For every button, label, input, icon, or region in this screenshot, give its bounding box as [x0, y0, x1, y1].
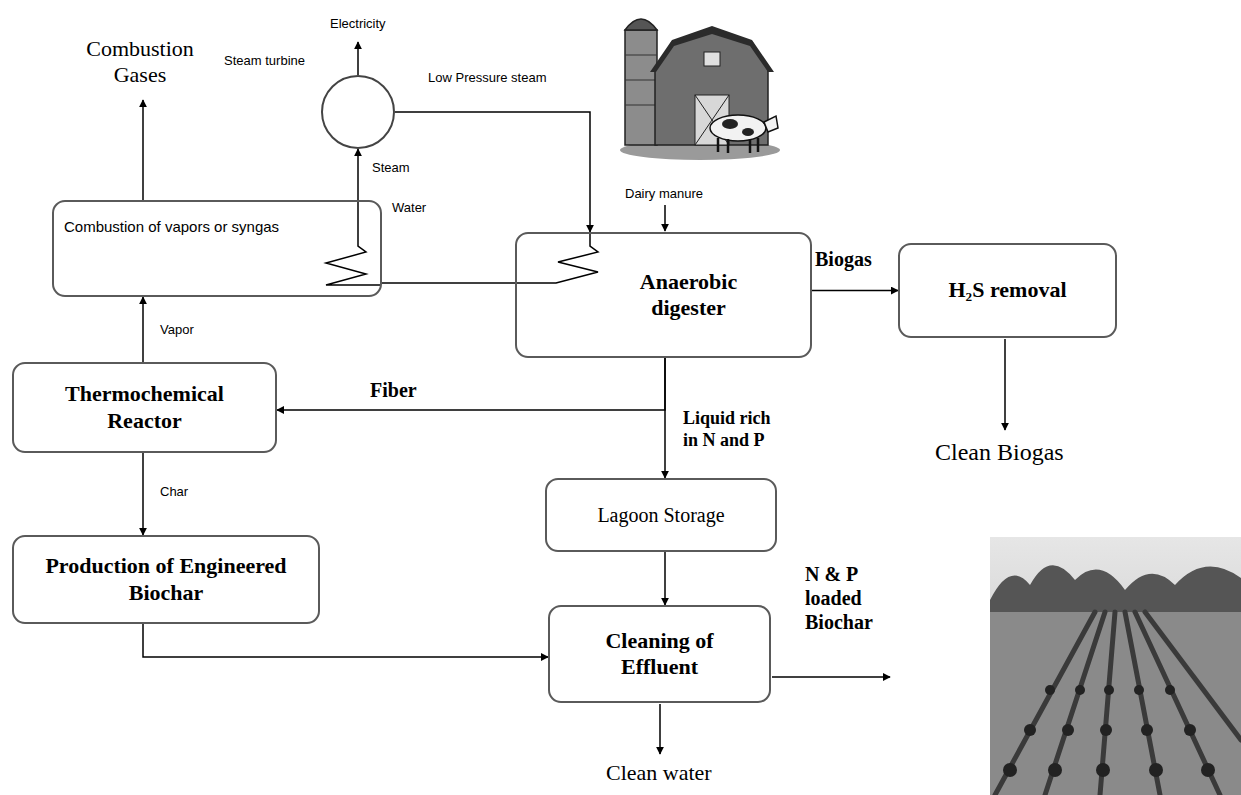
crop-row — [1201, 763, 1215, 777]
input-label: Dairy manure — [625, 186, 703, 202]
crop-row — [1134, 685, 1144, 695]
flow-arrow — [664, 358, 666, 478]
flow-arrow — [142, 297, 144, 362]
barn-illustration — [722, 119, 738, 129]
output-label: Clean water — [606, 760, 712, 786]
barn-illustration — [650, 26, 774, 72]
node-text: Lagoon Storage — [597, 503, 724, 527]
field-photo — [990, 537, 1241, 795]
field-photo — [990, 565, 1241, 615]
barn-illustration — [625, 80, 657, 81]
process-box: Production of Engineered Biochar — [12, 535, 320, 624]
crop-row — [1024, 724, 1036, 736]
process-box: Combustion of vapors or syngas — [52, 200, 382, 297]
crop-row — [1184, 724, 1196, 736]
crop-row — [1075, 685, 1085, 695]
barn-illustration — [764, 116, 778, 132]
barn-illustration — [625, 55, 657, 56]
node-text: Cleaning of Effluent — [585, 628, 735, 681]
field-photo — [990, 537, 1241, 795]
crop-row — [1003, 685, 1215, 777]
flow-arrow — [142, 100, 144, 200]
turbine-circle: Steam turbine — [321, 75, 395, 149]
node-text: Anaerobic digester — [624, 269, 754, 322]
process-box: H₂S removal — [898, 243, 1117, 338]
barn-illustration — [742, 128, 754, 136]
process-box: Thermochemical Reactor — [12, 362, 277, 453]
crop-row — [1145, 612, 1241, 740]
flow-arrow — [812, 290, 898, 292]
output-label: N & P loaded Biochar — [805, 562, 891, 634]
process-box: Anaerobic digester — [515, 232, 812, 358]
flow-label: Vapor — [160, 322, 194, 338]
crop-row — [1062, 724, 1074, 736]
heat-coil — [326, 202, 380, 285]
barn-illustration — [620, 19, 780, 160]
process-box: Cleaning of Effluent — [548, 605, 771, 703]
flow-arrow — [664, 552, 666, 605]
crop-row — [995, 612, 1095, 795]
crop-row — [1100, 724, 1112, 736]
flow-arrow — [143, 42, 1005, 754]
barn-illustration — [749, 139, 752, 153]
barn-illustration — [757, 138, 760, 152]
flow-arrow — [143, 624, 548, 657]
crop-row — [1045, 612, 1105, 795]
flow-arrow — [772, 676, 890, 678]
crop-row — [1048, 763, 1062, 777]
output-label: Clean Biogas — [935, 438, 1064, 467]
barn-illustration — [625, 19, 657, 30]
node-text: Production of Engineered Biochar — [26, 553, 306, 606]
flow-label: Char — [160, 484, 188, 500]
node-text: H₂S removal — [948, 277, 1066, 303]
flow-label: Biogas — [815, 247, 872, 271]
flow-arrow — [277, 358, 665, 410]
flow-arrow — [357, 42, 359, 75]
barn-illustration — [727, 139, 730, 153]
flow-label: Fiber — [370, 378, 417, 402]
heat-coil — [326, 202, 380, 285]
flow-arrow — [659, 704, 661, 754]
barn-illustration — [625, 30, 657, 145]
flow-label: Water — [392, 200, 426, 216]
crop-row — [1135, 612, 1220, 795]
barn-illustration — [625, 105, 657, 106]
flow-label: Low Pressure steam — [428, 70, 547, 86]
barn-illustration — [704, 52, 720, 66]
crop-row — [1141, 724, 1153, 736]
crop-row — [995, 612, 1241, 795]
crop-row — [1003, 763, 1017, 777]
storage-box: Lagoon Storage — [545, 478, 777, 552]
barn-illustration — [717, 138, 720, 152]
flow-label: Liquid rich in N and P — [683, 408, 783, 451]
field-photo — [990, 612, 1241, 795]
heat-coil — [517, 234, 598, 283]
flow-arrow — [357, 149, 359, 200]
barn-illustration — [710, 115, 766, 141]
flow-arrow — [142, 453, 144, 535]
crop-row — [1096, 763, 1110, 777]
crop-row — [1149, 763, 1163, 777]
crop-row — [1104, 685, 1114, 695]
crop-row — [1165, 685, 1175, 695]
flow-arrow — [382, 282, 515, 284]
heat-coil — [517, 234, 598, 283]
component-label: Steam turbine — [224, 53, 305, 69]
flow-label: Steam — [372, 160, 410, 176]
node-text: Thermochemical Reactor — [45, 381, 245, 434]
output-label: Electricity — [330, 16, 386, 32]
output-label: Combustion Gases — [75, 36, 205, 89]
flow-arrow — [664, 205, 666, 231]
node-text: Combustion of vapors or syngas — [64, 218, 279, 236]
flow-arrow — [1004, 339, 1006, 430]
crop-row — [1045, 685, 1055, 695]
